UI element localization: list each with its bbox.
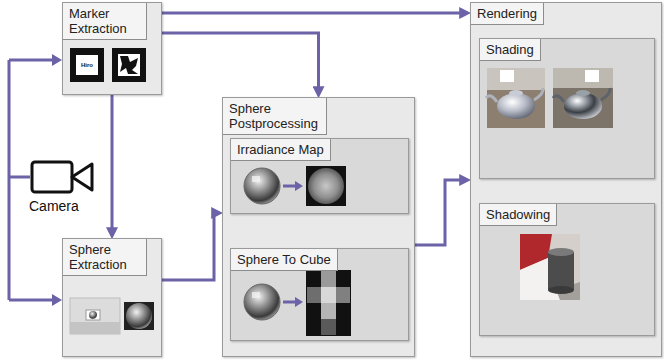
box-title: Shadowing [480, 204, 557, 226]
cube-cross-image-part [336, 287, 350, 303]
hiro-marker-part [70, 48, 104, 82]
extracted-sphere-part [124, 302, 154, 330]
shadow-image-part [548, 252, 574, 290]
shaded-teapot-image-part [500, 70, 514, 82]
cube-cross-image-part [321, 319, 336, 335]
metal-teapot-image-part [553, 68, 613, 88]
irradiance-image [306, 166, 346, 206]
sphere-image-part [252, 292, 260, 298]
cube-cross-image [306, 270, 351, 336]
extracted-sphere [124, 302, 154, 330]
room-photo-part [86, 310, 100, 320]
stage-sub-box: Irradiance Map [230, 138, 409, 214]
flow-arrow [111, 95, 114, 232]
shadow-image-part [548, 286, 574, 294]
camera-wires-part [9, 60, 54, 300]
marker-text: Hiro [76, 61, 98, 69]
room-photo [70, 298, 120, 334]
pattern-marker-part [112, 48, 146, 82]
camera-arrowheads-part [52, 294, 62, 306]
stage-sub-box: Shadowing [479, 203, 655, 336]
camera-icon-part [72, 164, 92, 190]
stage-box: RenderingShadingShadowing [470, 2, 662, 357]
pattern-marker-part [120, 56, 138, 74]
room-photo-part [70, 322, 120, 334]
metal-teapot-image-part [553, 96, 564, 102]
shaded-teapot-image [486, 68, 545, 128]
stage-box: Sphere PostprocessingIrradiance MapSpher… [222, 97, 415, 357]
camera-icon [32, 162, 92, 192]
box-title: Sphere To Cube [231, 249, 338, 271]
hiro-marker-part [76, 55, 98, 75]
shaded-teapot-image-part [487, 68, 545, 90]
metal-teapot-image-part [564, 93, 602, 119]
flow-arrow [162, 213, 216, 280]
flow-arrow [415, 180, 464, 245]
stage-box: Marker Extraction [62, 2, 162, 95]
shadow-image-part [520, 258, 560, 300]
camera-icon-part [32, 162, 72, 192]
box-title: Shading [480, 39, 541, 61]
shadow-image-part [548, 248, 574, 256]
cube-cross-image-part [321, 287, 336, 303]
hiro-marker [70, 48, 104, 82]
camera-wires [9, 60, 54, 300]
room-photo-part [89, 311, 97, 319]
metal-teapot-image-part [601, 88, 610, 100]
shadow-image-part [556, 282, 580, 300]
shaded-teapot-image-part [486, 96, 497, 102]
process-arrow [283, 297, 303, 307]
box-title: Rendering [471, 3, 544, 25]
pattern-marker [112, 48, 146, 82]
cube-cross-image-part [307, 287, 322, 303]
cube-cross-image-part [321, 271, 336, 287]
camera-arrowheads-part [52, 54, 62, 66]
process-arrow-part [283, 185, 296, 188]
irradiance-image-part [306, 166, 346, 206]
sphere-image [244, 168, 280, 204]
room-photo-part [70, 298, 120, 334]
flow-arrow [162, 33, 319, 91]
pattern-marker-part [118, 54, 140, 76]
metal-teapot-image [553, 68, 613, 128]
irradiance-image-part [308, 168, 344, 204]
shadow-image-part [520, 234, 580, 300]
box-title: Irradiance Map [231, 139, 331, 161]
stage-sub-box: Sphere To Cube [230, 248, 409, 341]
metal-teapot-image-part [576, 90, 590, 96]
process-arrow-part [283, 301, 296, 304]
stage-sub-box: Shading [479, 38, 655, 179]
stage-box: Sphere Extraction [62, 238, 162, 357]
cube-cross-image-part [321, 303, 336, 319]
metal-teapot-image-part [585, 70, 599, 82]
sphere-image [244, 284, 280, 320]
shaded-teapot-image-part [534, 88, 543, 100]
metal-teapot-image-part [553, 68, 613, 128]
process-arrow-part [295, 297, 303, 307]
process-arrow [283, 181, 303, 191]
flow-arrow [162, 12, 464, 15]
box-title: Sphere Postprocessing [223, 98, 327, 135]
extracted-sphere-part [126, 303, 152, 329]
shaded-teapot-image-part [509, 90, 523, 96]
sphere-image-part [252, 176, 260, 182]
sphere-image-part [244, 168, 280, 204]
box-title: Sphere Extraction [63, 239, 147, 276]
camera-label: Camera [29, 198, 79, 214]
box-title: Marker Extraction [63, 3, 147, 40]
shadow-image [520, 234, 580, 300]
cube-cross-image-part [306, 270, 351, 336]
shaded-teapot-image-part [487, 68, 545, 128]
camera-arrowheads [52, 54, 62, 306]
process-arrow-part [295, 181, 303, 191]
sphere-image-part [244, 284, 280, 320]
shadow-image-part [520, 234, 552, 270]
shaded-teapot-image-part [497, 93, 535, 119]
